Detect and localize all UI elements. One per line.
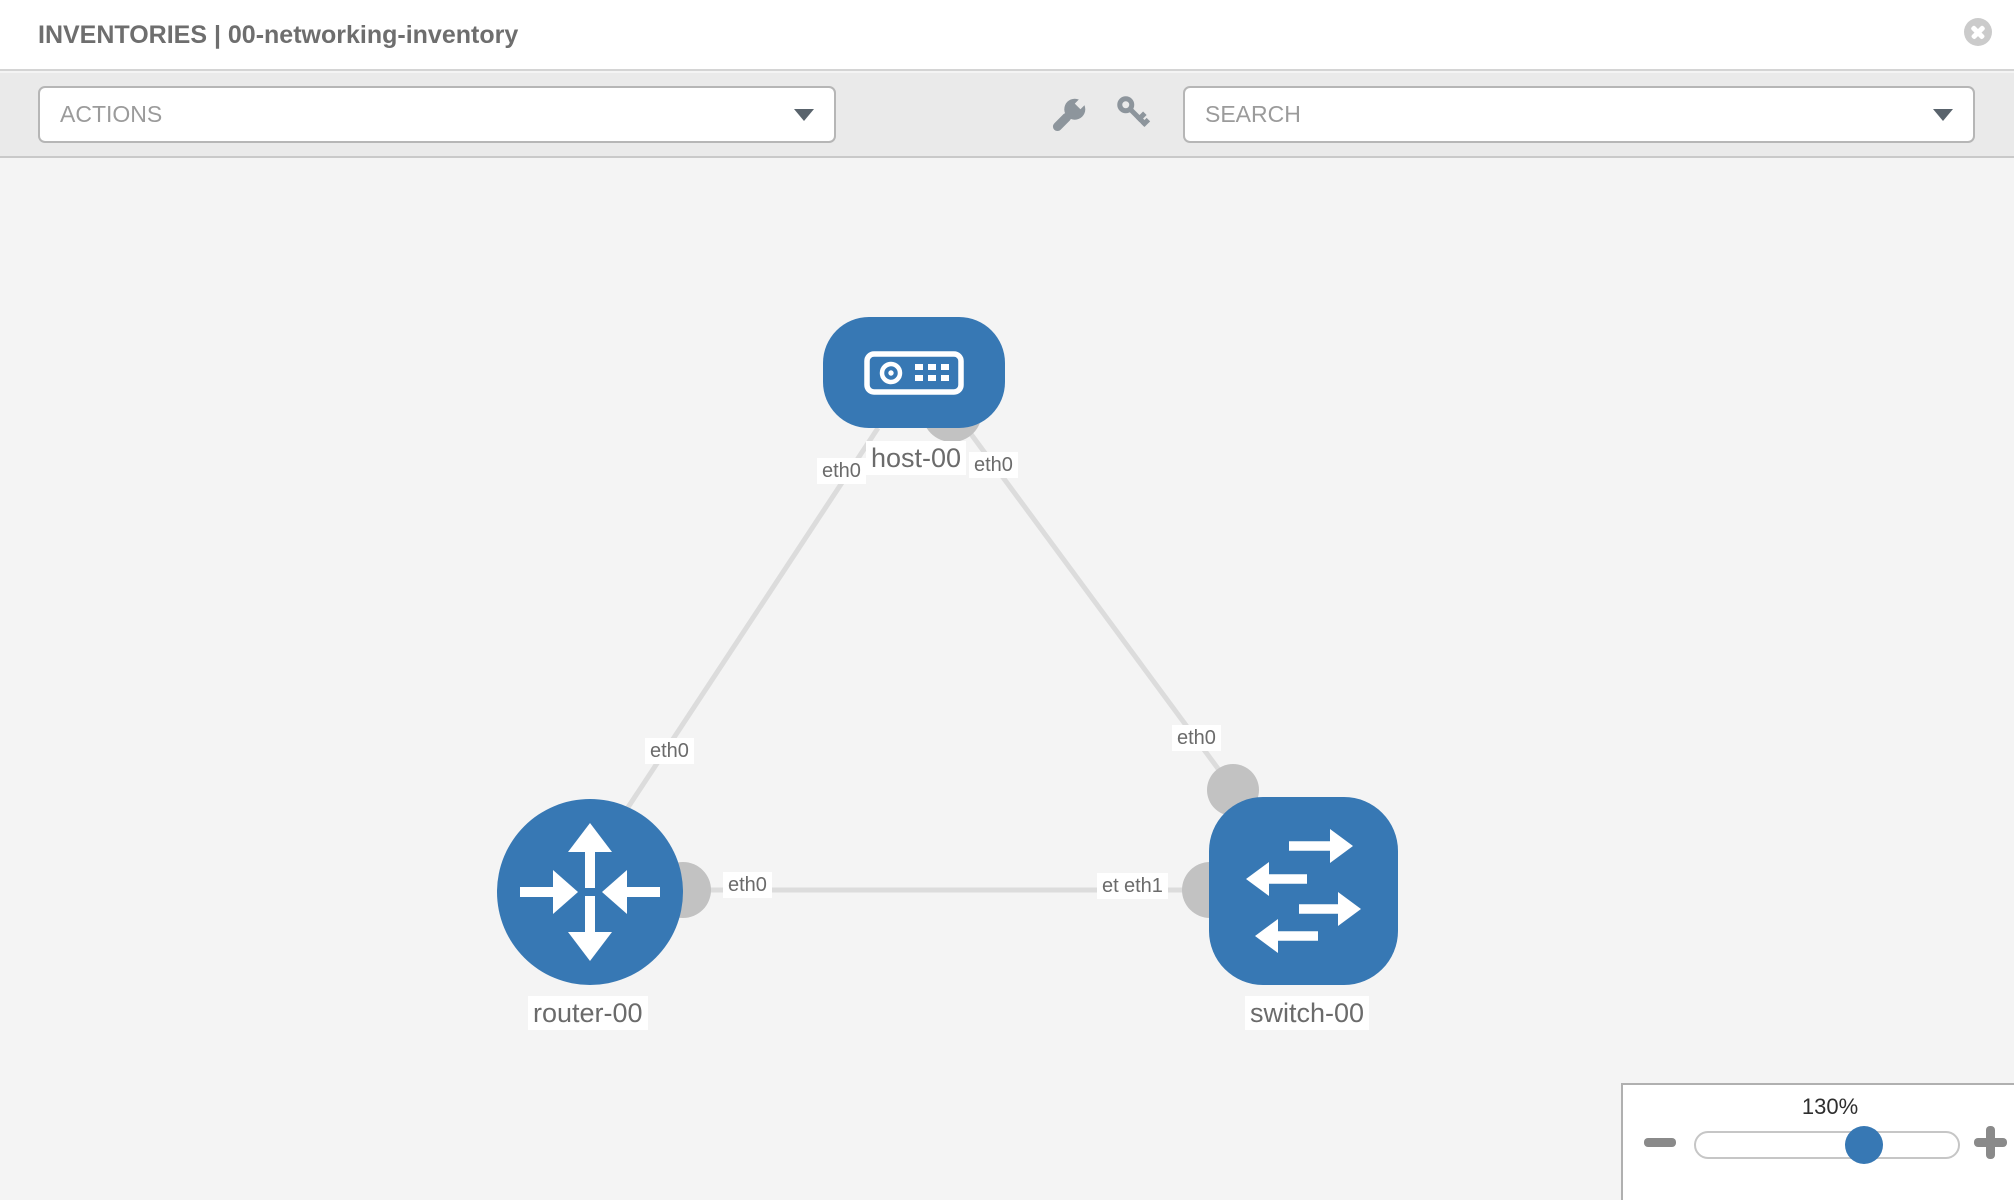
node-host[interactable]: [823, 317, 1005, 428]
chevron-down-icon: [794, 108, 814, 121]
topology-canvas[interactable]: eth0 host-00 eth0 eth0 eth0 eth0 eth1 et…: [0, 158, 2014, 1200]
close-icon[interactable]: [1964, 18, 1992, 46]
node-label-host: host-00: [866, 441, 967, 476]
zoom-level: 130%: [1801, 1094, 1859, 1119]
toolbar: ACTIONS SEARC: [0, 73, 2014, 158]
zoom-slider-knob[interactable]: [1845, 1126, 1883, 1164]
plus-icon-bar: [1986, 1126, 1995, 1159]
page-title: INVENTORIES | 00-networking-inventory: [38, 21, 519, 49]
zoom-out-minus-icon[interactable]: [1644, 1138, 1676, 1147]
zoom-control-panel: 130%: [1621, 1083, 2014, 1200]
header: INVENTORIES | 00-networking-inventory: [0, 0, 2014, 71]
wrench-icon[interactable]: [1039, 87, 1095, 143]
interface-label: eth1: [1119, 873, 1168, 900]
search-dropdown[interactable]: SEARCH: [1183, 86, 1975, 143]
interface-label: eth0: [723, 872, 772, 899]
search-dropdown-label: SEARCH: [1205, 101, 1301, 127]
actions-dropdown-label: ACTIONS: [60, 101, 163, 127]
interface-label: eth0: [1172, 725, 1221, 752]
host-icon: [864, 351, 964, 395]
key-icon[interactable]: [1106, 87, 1162, 143]
zoom-slider-track[interactable]: [1694, 1131, 1960, 1159]
zoom-in-plus-icon[interactable]: [1974, 1126, 2007, 1159]
interface-label: eth0: [969, 452, 1018, 479]
node-label-switch: switch-00: [1245, 996, 1370, 1031]
actions-dropdown[interactable]: ACTIONS: [38, 86, 836, 143]
node-router[interactable]: [497, 799, 683, 985]
switch-icon: [1246, 829, 1361, 953]
chevron-down-icon: [1933, 108, 1953, 121]
interface-label: eth0: [645, 738, 694, 765]
link-host-router[interactable]: [589, 426, 881, 864]
node-switch[interactable]: [1209, 797, 1398, 985]
router-icon: [520, 823, 660, 961]
node-label-router: router-00: [528, 996, 648, 1031]
interface-label: eth0: [817, 458, 866, 485]
